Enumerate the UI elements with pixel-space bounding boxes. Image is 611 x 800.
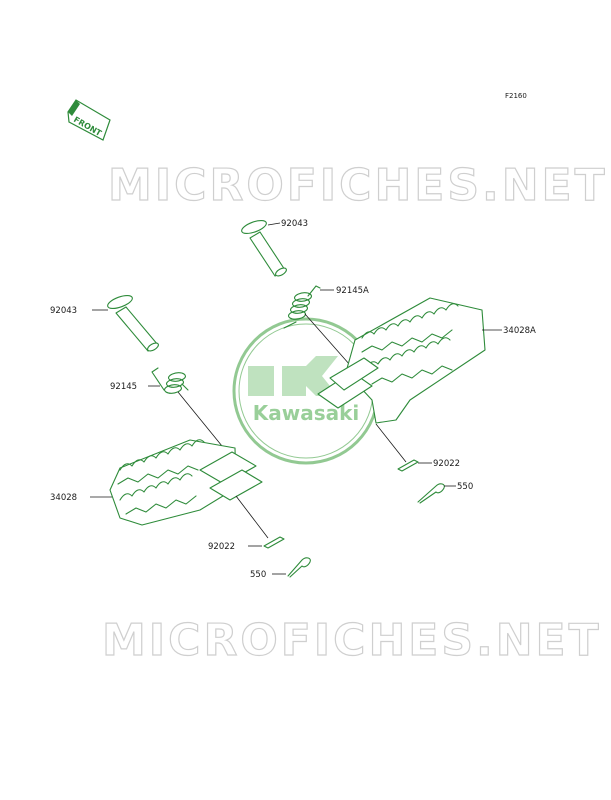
kawasaki-logo: Kawasaki <box>232 317 380 465</box>
washer-right <box>397 459 419 472</box>
pin-left <box>107 294 159 352</box>
callout-washer-left: 92022 <box>208 542 235 552</box>
watermark-bottom: MICROFICHES.NET <box>102 615 602 666</box>
watermark-top: MICROFICHES.NET <box>108 160 608 211</box>
cotter-pin-left <box>287 557 311 578</box>
spring-left <box>151 367 189 394</box>
callout-pin-upper: 92043 <box>281 219 308 229</box>
pin-upper <box>241 219 287 277</box>
callout-pin-left: 92043 <box>50 306 77 316</box>
callout-spring-upper: 92145A <box>336 286 369 296</box>
callout-cotter-left: 550 <box>250 570 266 580</box>
callout-cotter-right: 550 <box>457 482 473 492</box>
cotter-pin-right <box>417 483 445 504</box>
callout-footpeg-right: 34028A <box>503 326 536 336</box>
footpeg-right <box>317 297 486 424</box>
footpeg-left <box>109 439 263 526</box>
washer-left <box>263 536 285 549</box>
figure-code: F2160 <box>505 92 527 100</box>
callout-washer-right: 92022 <box>433 459 460 469</box>
callout-footpeg-left: 34028 <box>50 493 77 503</box>
front-arrow-icon: FRONT <box>67 99 111 141</box>
spring-upper <box>283 285 321 329</box>
callout-spring-left: 92145 <box>110 382 137 392</box>
